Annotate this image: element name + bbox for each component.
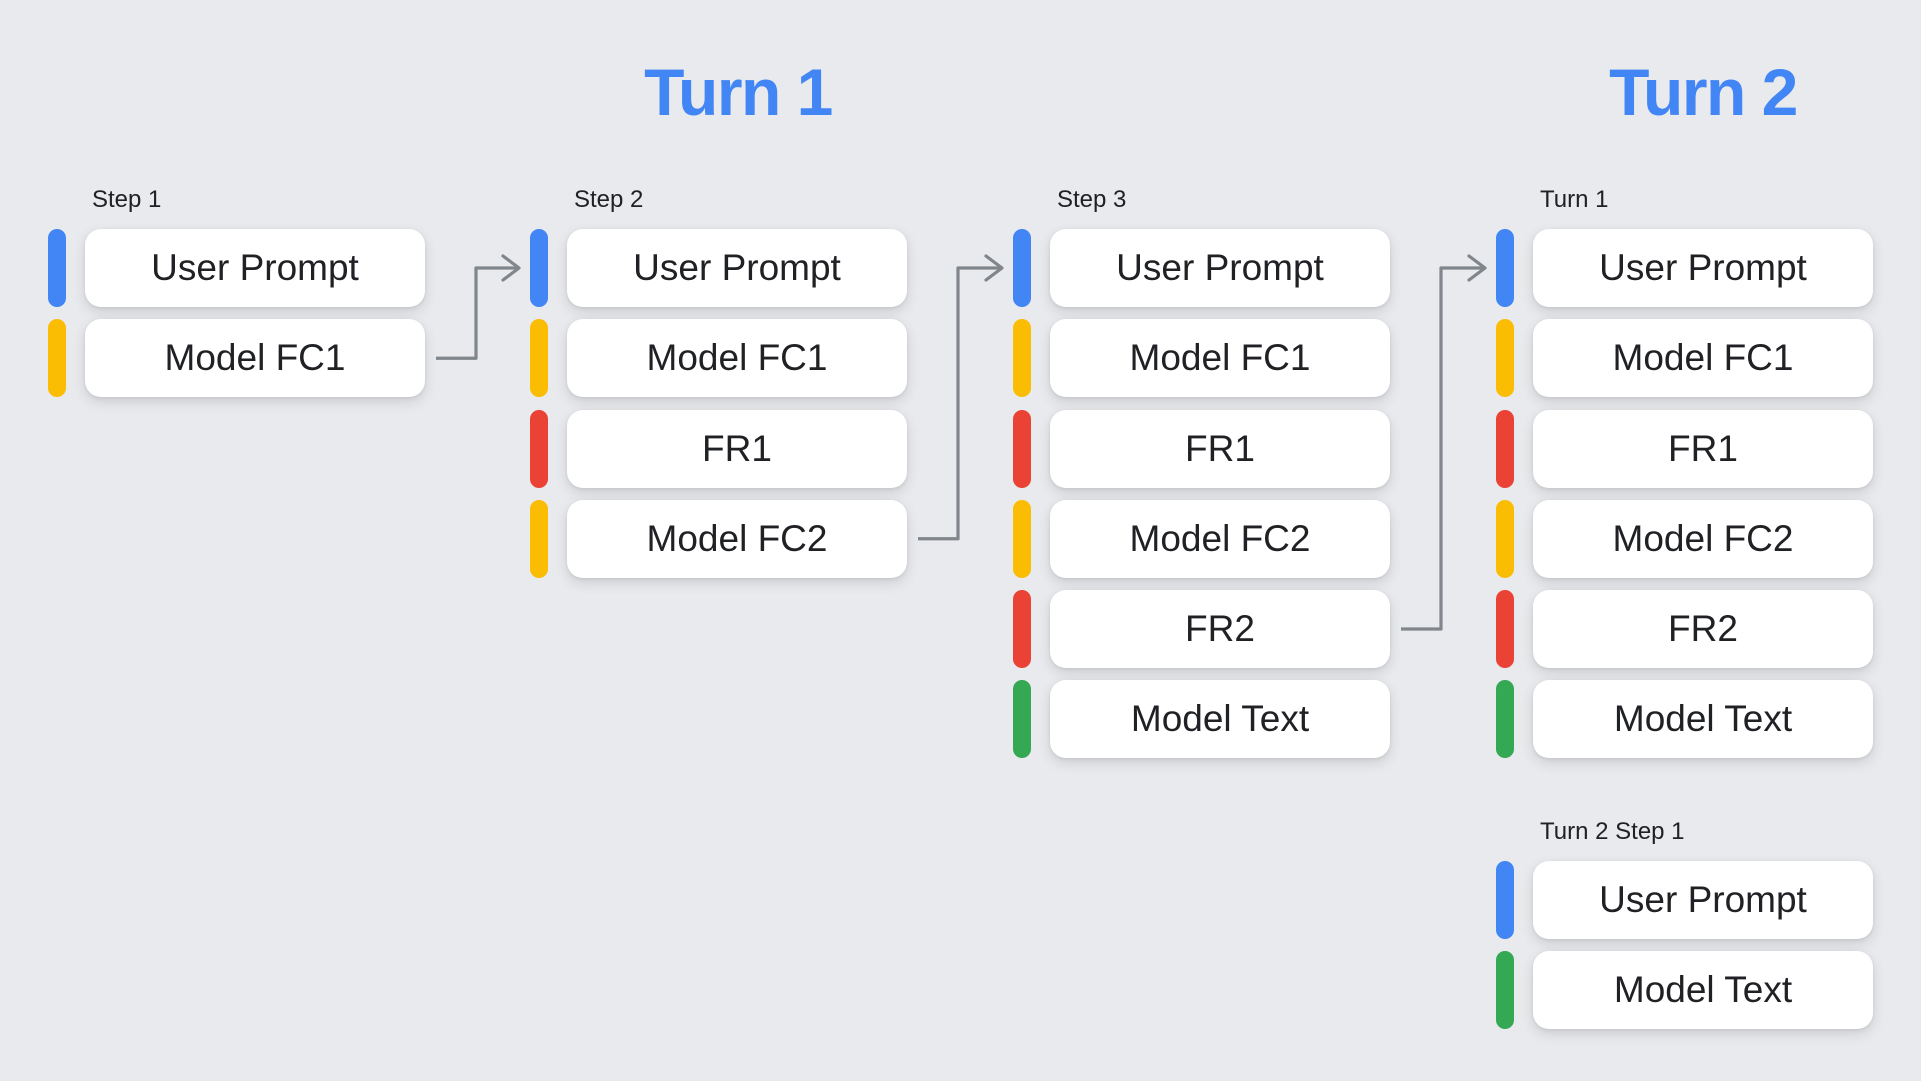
function-response-color-bar [530,409,548,488]
user-prompt-color-bar [1013,229,1031,307]
row-user-prompt: User Prompt [48,229,425,307]
model-fc1-box: Model FC1 [1533,319,1873,398]
row-user-prompt: User Prompt [1013,229,1390,307]
model-text-box: Model Text [1533,951,1873,1030]
row-model-fc1: Model FC1 [48,319,425,398]
connector-arrow-3-line [1401,266,1483,631]
row-model-fc1: Model FC1 [1496,319,1873,398]
column-header-turn-1: Turn 1 [1540,186,1609,213]
connector-arrow-2-head [984,254,1004,282]
model-fc2-box: Model FC2 [1533,499,1873,578]
model-text-color-bar [1013,680,1031,759]
user-prompt-box: User Prompt [85,229,425,307]
function-response-color-bar [1013,409,1031,488]
row-model-text: Model Text [1496,680,1873,759]
user-prompt-box: User Prompt [1533,229,1873,307]
model-text-color-bar [1496,951,1514,1030]
row-fr1: FR1 [1013,409,1390,488]
user-prompt-color-bar [1496,229,1514,307]
model-fc2-box: Model FC2 [567,499,907,578]
user-prompt-box: User Prompt [1050,229,1390,307]
row-model-fc1: Model FC1 [1013,319,1390,398]
user-prompt-color-bar [48,229,66,307]
model-function-call-color-bar [1013,499,1031,578]
fr1-box: FR1 [1533,409,1873,488]
row-model-text: Model Text [1496,951,1873,1030]
user-prompt-color-bar [530,229,548,307]
fr1-box: FR1 [1050,409,1390,488]
model-fc1-box: Model FC1 [567,319,907,398]
model-function-call-color-bar [530,499,548,578]
row-user-prompt: User Prompt [1496,861,1873,939]
connector-arrow-1-line [436,266,517,360]
row-fr2: FR2 [1496,590,1873,668]
model-fc1-box: Model FC1 [1050,319,1390,398]
row-model-fc2: Model FC2 [1496,499,1873,578]
fr2-box: FR2 [1533,590,1873,668]
row-fr1: FR1 [1496,409,1873,488]
model-function-call-color-bar [1496,499,1514,578]
fr1-box: FR1 [567,409,907,488]
model-text-box: Model Text [1050,680,1390,759]
function-response-color-bar [1496,409,1514,488]
fr2-box: FR2 [1050,590,1390,668]
row-model-fc2: Model FC2 [530,499,907,578]
row-model-fc1: Model FC1 [530,319,907,398]
column-header-step-3: Step 3 [1057,186,1127,213]
turn-1-title: Turn 1 [644,55,833,129]
connector-arrow-3-head [1467,254,1487,282]
model-function-call-color-bar [1013,319,1031,398]
function-response-color-bar [1496,590,1514,668]
user-prompt-box: User Prompt [1533,861,1873,939]
turn-2-title: Turn 2 [1609,55,1798,129]
row-user-prompt: User Prompt [530,229,907,307]
row-fr1: FR1 [530,409,907,488]
column-header-step-2: Step 2 [574,186,644,213]
function-response-color-bar [1013,590,1031,668]
connector-arrow-2-line [918,266,1000,541]
column-header-turn-2-step-1: Turn 2 Step 1 [1540,818,1685,845]
column-header-step-1: Step 1 [92,186,162,213]
user-prompt-color-bar [1496,861,1514,939]
row-user-prompt: User Prompt [1496,229,1873,307]
model-fc1-box: Model FC1 [85,319,425,398]
connector-arrow-1-head [501,254,521,282]
model-function-call-color-bar [530,319,548,398]
model-text-box: Model Text [1533,680,1873,759]
model-function-call-color-bar [48,319,66,398]
model-function-call-color-bar [1496,319,1514,398]
row-model-fc2: Model FC2 [1013,499,1390,578]
model-text-color-bar [1496,680,1514,759]
row-fr2: FR2 [1013,590,1390,668]
row-model-text: Model Text [1013,680,1390,759]
model-fc2-box: Model FC2 [1050,499,1390,578]
user-prompt-box: User Prompt [567,229,907,307]
